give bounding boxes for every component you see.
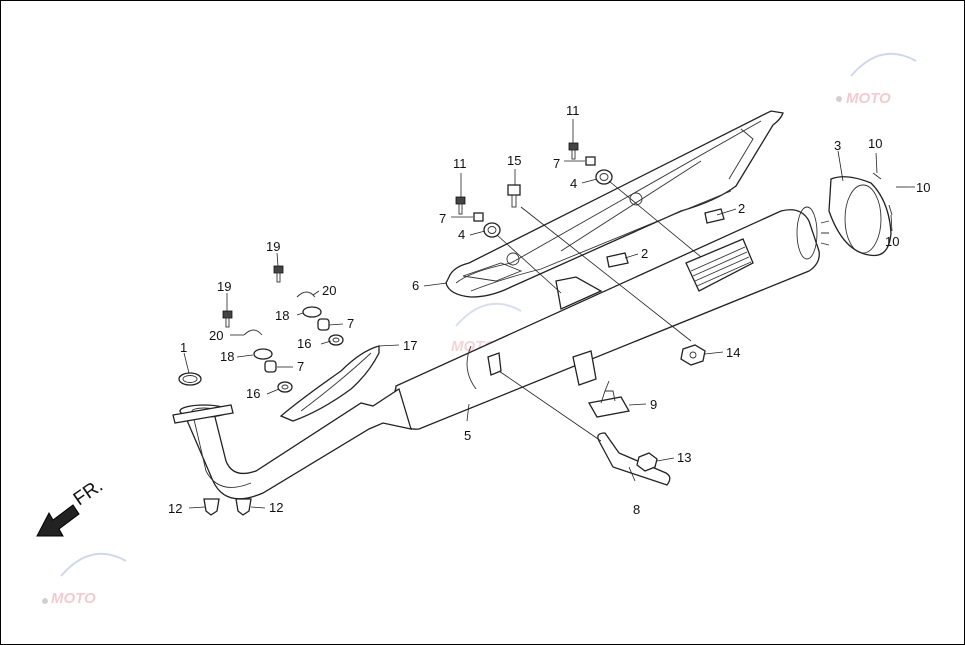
callout-2a: 2 bbox=[738, 201, 745, 216]
nut-13 bbox=[636, 452, 658, 472]
callout-4a: 4 bbox=[570, 176, 577, 191]
callout-7a: 7 bbox=[553, 156, 560, 171]
callout-10a: 10 bbox=[868, 136, 882, 151]
callout-18a: 18 bbox=[275, 308, 289, 323]
callout-3: 3 bbox=[834, 138, 841, 153]
callout-10c: 10 bbox=[885, 234, 899, 249]
callout-7b: 7 bbox=[439, 211, 446, 226]
grommets-4 bbox=[483, 169, 613, 238]
callout-17: 17 bbox=[403, 338, 417, 353]
callout-19b: 19 bbox=[217, 279, 231, 294]
callout-15: 15 bbox=[507, 153, 521, 168]
callout-20a: 20 bbox=[322, 283, 336, 298]
front-direction-arrow: FR. bbox=[36, 475, 107, 537]
callout-1: 1 bbox=[180, 340, 187, 355]
watermark-text: MOTO bbox=[846, 90, 891, 107]
callout-7d: 7 bbox=[297, 359, 304, 374]
bolts-11-15-19 bbox=[222, 142, 579, 328]
washers-16-18 bbox=[253, 306, 344, 393]
callout-12a: 12 bbox=[168, 501, 182, 516]
clips-20 bbox=[243, 291, 316, 336]
watermark-bottom-left: MOTO bbox=[42, 552, 127, 607]
callout-20b: 20 bbox=[209, 328, 223, 343]
callout-11b: 11 bbox=[453, 156, 467, 171]
callout-4b: 4 bbox=[458, 227, 465, 242]
callout-11a: 11 bbox=[566, 103, 580, 118]
clip-nut-12b bbox=[235, 498, 252, 516]
screws-10 bbox=[872, 172, 907, 216]
leader-lines bbox=[183, 119, 915, 509]
callout-7c: 7 bbox=[347, 316, 354, 331]
callout-2b: 2 bbox=[641, 246, 648, 261]
front-direction-label: FR. bbox=[70, 475, 107, 510]
exhaust-pipe-part bbox=[172, 387, 412, 500]
callout-13: 13 bbox=[677, 450, 691, 465]
callout-12b: 12 bbox=[269, 500, 283, 515]
callout-19a: 19 bbox=[266, 239, 280, 254]
callout-18b: 18 bbox=[220, 349, 234, 364]
nut-14 bbox=[680, 344, 706, 366]
support-bracket-part bbox=[597, 432, 671, 486]
gasket-1 bbox=[178, 372, 202, 386]
callout-8: 8 bbox=[633, 502, 640, 517]
watermark-top-right: MOTO bbox=[836, 52, 917, 107]
callout-labels: 1 2 2 3 4 4 5 6 7 7 7 7 8 9 10 10 10 11 … bbox=[168, 103, 930, 517]
bracket-part bbox=[279, 345, 380, 422]
callout-9: 9 bbox=[650, 397, 657, 412]
muffler-end-cap-part bbox=[828, 176, 892, 257]
callout-16b: 16 bbox=[297, 336, 311, 351]
callout-10b: 10 bbox=[916, 180, 930, 195]
rubber-damper-part bbox=[587, 380, 631, 418]
collars-7 bbox=[264, 156, 596, 373]
callout-5: 5 bbox=[464, 428, 471, 443]
callout-16a: 16 bbox=[246, 386, 260, 401]
callout-14: 14 bbox=[726, 345, 740, 360]
heat-shield-part bbox=[445, 110, 784, 310]
callout-6: 6 bbox=[412, 278, 419, 293]
clip-nut-12a bbox=[203, 498, 220, 516]
watermark-text: MOTO bbox=[51, 590, 96, 607]
